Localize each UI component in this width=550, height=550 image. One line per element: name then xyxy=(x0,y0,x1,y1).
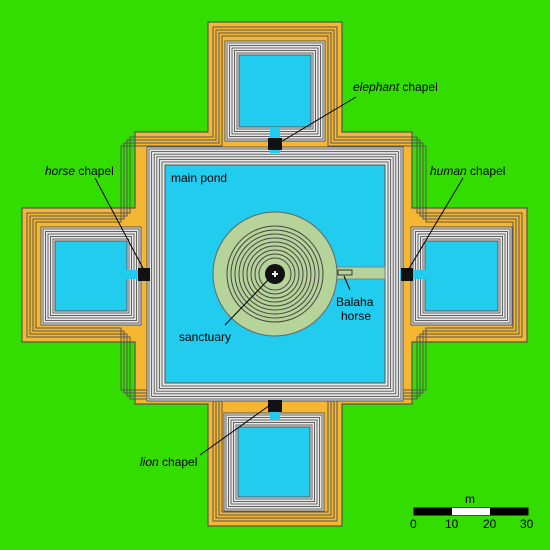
balaha-label-line1: Balaha xyxy=(336,295,374,309)
scale-segment-2 xyxy=(452,508,490,515)
island-step-ring xyxy=(234,233,316,315)
sanctuary-leader xyxy=(224,279,269,326)
island-step-ring xyxy=(254,253,296,295)
terrace-step-line xyxy=(35,35,514,513)
scale-segment-1 xyxy=(414,508,452,515)
human-chapel-label: human chapel xyxy=(430,164,505,178)
main-pond-step-line xyxy=(158,158,392,390)
scale-bar: m 0 10 20 30 xyxy=(410,492,534,531)
lion-chapel xyxy=(268,400,282,412)
human-chapel xyxy=(401,268,413,281)
lion-chapel-label: lion chapel xyxy=(140,455,197,469)
elephant-leader xyxy=(278,96,357,144)
balaha-label-line2: horse xyxy=(341,309,371,323)
pond-step-line xyxy=(233,422,315,502)
horse-chapel-label: horse chapel xyxy=(45,164,114,178)
terrace-steps xyxy=(26,26,523,522)
island-step-ring xyxy=(250,249,300,299)
island-step-ring xyxy=(242,241,308,307)
pond-water xyxy=(237,426,311,498)
pond-water xyxy=(54,240,128,312)
horse-pond xyxy=(40,226,142,326)
island-step-ring xyxy=(230,229,320,319)
island-step-ring xyxy=(258,257,292,291)
island-step-ring xyxy=(246,245,304,303)
elephant-pond xyxy=(224,40,326,142)
human-pond xyxy=(410,226,513,326)
main-pond-step-line xyxy=(161,161,389,387)
scale-tick-30: 30 xyxy=(520,517,534,531)
scale-tick-20: 20 xyxy=(483,517,497,531)
scale-tick-10: 10 xyxy=(445,517,459,531)
horse-leader xyxy=(94,177,146,273)
scale-tick-0: 0 xyxy=(410,517,417,531)
leader-lines xyxy=(94,96,464,456)
pond-water xyxy=(424,240,499,312)
terrace-step-line xyxy=(26,26,523,522)
pond-step-line xyxy=(235,424,313,500)
terrace-step-line xyxy=(29,29,520,519)
pond-water xyxy=(238,54,312,128)
elephant-chapel-label: elephant chapel xyxy=(353,80,438,94)
scale-unit: m xyxy=(465,492,475,506)
main-pond-step-line xyxy=(156,156,394,392)
main-pond-label: main pond xyxy=(171,171,227,185)
channel-east xyxy=(400,270,430,279)
main-pond-step-line xyxy=(153,153,397,395)
island-step-ring xyxy=(226,225,324,323)
lion-leader xyxy=(199,404,271,456)
human-leader xyxy=(406,177,464,273)
sanctuary-label: sanctuary xyxy=(179,330,231,344)
terrace-step-line xyxy=(32,32,517,516)
cross-icon xyxy=(272,271,278,277)
balaha-horse xyxy=(337,269,353,276)
horse-chapel xyxy=(138,268,150,281)
channel-west xyxy=(118,270,148,279)
elephant-chapel xyxy=(268,138,282,150)
island-step-ring xyxy=(238,237,312,311)
balaha-leader xyxy=(343,275,351,291)
scale-segment-3 xyxy=(490,508,528,515)
